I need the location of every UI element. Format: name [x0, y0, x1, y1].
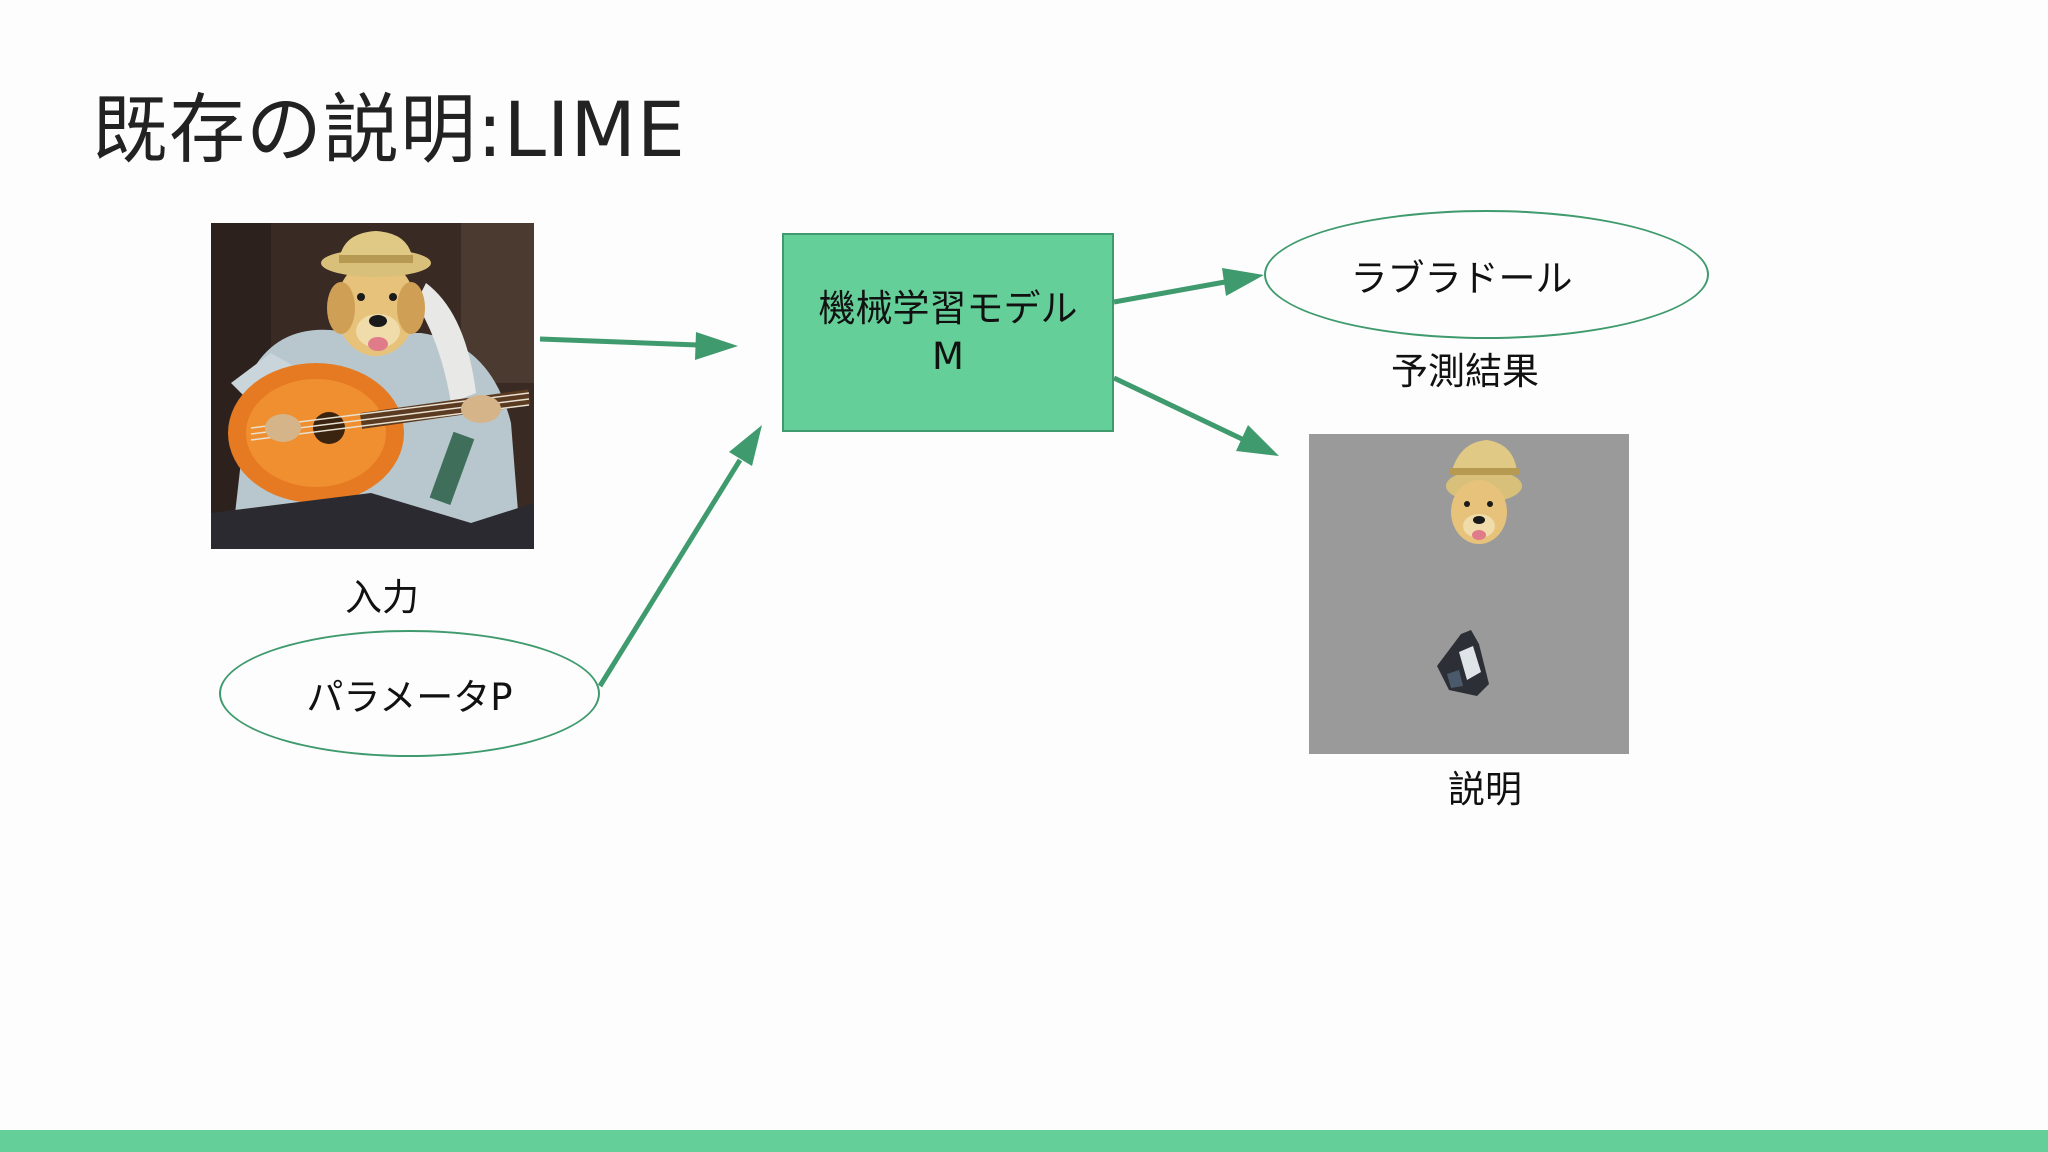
input-image [211, 223, 534, 549]
footer-accent-bar [0, 1130, 2048, 1152]
arrowhead-model-to-explanation [1236, 425, 1279, 456]
dog-guitar-illustration [211, 223, 534, 549]
arrow-model-to-explanation [1112, 375, 1244, 442]
model-node: 機械学習モデル M [782, 233, 1114, 432]
explanation-superpixels [1309, 434, 1629, 754]
arrowhead-model-to-prediction [1222, 268, 1264, 296]
explanation-caption: 説明 [1448, 768, 1522, 811]
parameter-label: パラメータP [306, 675, 513, 719]
arrowhead-parameter-to-model [729, 425, 762, 466]
slide-title: 既存の説明:LIME [92, 85, 686, 174]
model-label-line1: 機械学習モデル [818, 286, 1078, 330]
input-label: 入力 [345, 576, 419, 619]
arrow-parameter-to-model [597, 458, 743, 688]
prediction-caption: 予測結果 [1391, 350, 1539, 393]
arrow-input-to-model [539, 336, 699, 348]
prediction-value: ラブラドール [1350, 256, 1573, 300]
parameter-node: パラメータP [219, 630, 600, 757]
model-label-line2: M [932, 334, 964, 378]
arrowhead-input-to-model [695, 332, 738, 360]
arrow-model-to-prediction [1113, 279, 1226, 305]
explanation-image [1309, 434, 1629, 754]
prediction-node: ラブラドール [1264, 210, 1709, 339]
